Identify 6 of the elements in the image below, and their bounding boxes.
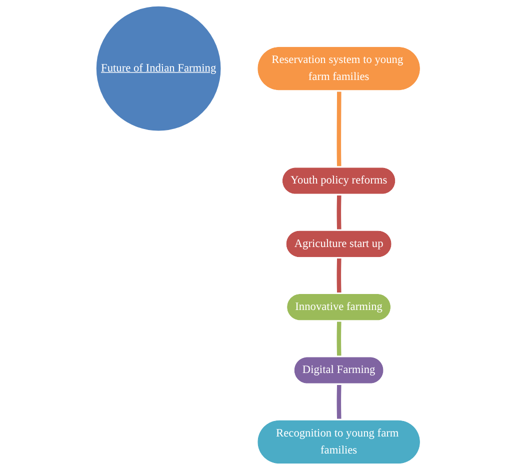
connector	[336, 91, 342, 168]
connector	[336, 194, 342, 230]
connector	[336, 384, 342, 420]
connector	[336, 258, 342, 294]
connector	[336, 321, 342, 357]
node-circle: Future of Indian Farming	[94, 4, 222, 132]
